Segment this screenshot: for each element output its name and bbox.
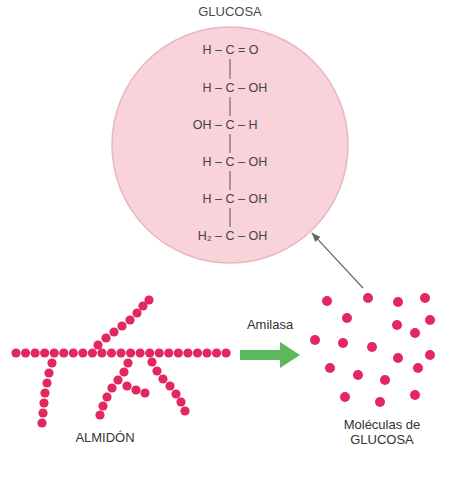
- glucose-molecule: [420, 293, 430, 303]
- glucose-unit: [164, 348, 173, 357]
- glucose-unit: [174, 348, 183, 357]
- glucose-unit: [21, 348, 30, 357]
- glucose-unit: [136, 348, 145, 357]
- glucose-molecule: [363, 293, 373, 303]
- glucose-unit: [155, 348, 164, 357]
- glucose-unit: [171, 389, 180, 398]
- glucose-molecule: [325, 363, 335, 373]
- glucose-unit: [38, 408, 47, 417]
- formula-line: H – C = O: [203, 42, 259, 58]
- glucose-unit: [165, 381, 174, 390]
- glucose-unit: [98, 401, 107, 410]
- bond-line: [230, 171, 231, 190]
- glucose-unit: [109, 327, 118, 336]
- glucose-unit: [40, 388, 49, 397]
- formula-line: H – C – OH: [203, 80, 268, 96]
- glucose-unit: [117, 321, 126, 330]
- glucose-unit: [95, 410, 104, 419]
- diagram-heading: GLUCOSA: [198, 4, 262, 20]
- node-label: Moléculas de GLUCOSA: [327, 417, 437, 447]
- glucose-molecule: [393, 297, 403, 307]
- glucose-unit: [132, 308, 141, 317]
- glucose-molecule: [310, 335, 320, 345]
- glucose-unit: [140, 388, 149, 397]
- glucose-unit: [123, 358, 132, 367]
- glucose-unit: [131, 385, 140, 394]
- glucose-unit: [145, 348, 154, 357]
- glucose-unit: [93, 340, 102, 349]
- glucose-unit: [180, 406, 189, 415]
- glucose-molecule: [342, 313, 352, 323]
- glucose-unit: [158, 374, 167, 383]
- node-label: ALMIDÓN: [75, 430, 134, 446]
- bond-line: [230, 97, 231, 116]
- formula-line: H – C – OH: [203, 154, 268, 170]
- glucose-unit: [59, 348, 68, 357]
- glucose-unit: [116, 348, 125, 357]
- glucose-unit: [202, 348, 211, 357]
- formula-line: H₂ – C – OH: [198, 228, 267, 244]
- glucose-unit: [102, 392, 111, 401]
- glucose-molecule: [322, 296, 332, 306]
- glucose-unit: [39, 398, 48, 407]
- glucose-unit: [107, 383, 116, 392]
- glucose-molecule: [367, 342, 377, 352]
- starch-illustration: ALMIDÓN: [8, 292, 234, 458]
- formula-line: H – C – OH: [203, 191, 268, 207]
- glucose-unit: [44, 368, 53, 377]
- bond-line: [230, 134, 231, 153]
- glucose-unit: [147, 357, 156, 366]
- glucose-unit: [37, 418, 46, 427]
- glucose-unit: [107, 348, 116, 357]
- edge-label: Amilasa: [244, 317, 296, 333]
- pointer-arrow: [312, 233, 363, 288]
- glucose-circle: GLUCOSA H – C = O H – C – OH OH – C – H H – …: [110, 4, 350, 266]
- glucose-unit: [183, 348, 192, 357]
- glucose-unit: [42, 378, 51, 387]
- glucose-molecule: [392, 320, 402, 330]
- glucose-unit: [50, 348, 59, 357]
- glucose-molecules: Moléculas de GLUCOSA: [305, 285, 460, 455]
- bond-line: [230, 59, 231, 79]
- glucose-molecule: [375, 397, 385, 407]
- glucose-unit: [31, 348, 40, 357]
- glucose-unit: [101, 333, 110, 342]
- glucose-molecule: [425, 315, 435, 325]
- glucose-molecule: [393, 353, 403, 363]
- glucose-molecule: [410, 328, 420, 338]
- glucose-unit: [113, 375, 122, 384]
- glucose-unit: [69, 348, 78, 357]
- glucose-circle-shape: [112, 27, 348, 263]
- glucose-molecule: [380, 375, 390, 385]
- glucose-unit: [119, 367, 128, 376]
- bond-line: [230, 208, 231, 227]
- glucose-unit: [176, 397, 185, 406]
- glucose-unit: [97, 348, 106, 357]
- reaction-arrow: [240, 350, 280, 360]
- glucose-unit: [222, 348, 231, 357]
- glucose-molecule: [413, 363, 423, 373]
- glucose-molecule: [425, 350, 435, 360]
- glucose-unit: [126, 348, 135, 357]
- glucose-molecule: [340, 392, 350, 402]
- glucose-unit: [11, 348, 20, 357]
- glucose-unit: [78, 348, 87, 357]
- glucose-unit: [152, 366, 161, 375]
- glucose-molecule: [410, 390, 420, 400]
- glucose-unit: [144, 295, 153, 304]
- glucose-unit: [212, 348, 221, 357]
- glucose-unit: [125, 315, 134, 324]
- glucose-unit: [88, 348, 97, 357]
- glucose-unit: [193, 348, 202, 357]
- glucose-molecule: [338, 338, 348, 348]
- glucose-molecule: [353, 370, 363, 380]
- glucose-unit: [47, 358, 56, 367]
- formula-line: OH – C – H: [193, 117, 258, 133]
- glucose-unit: [122, 381, 131, 390]
- glucose-unit: [40, 348, 49, 357]
